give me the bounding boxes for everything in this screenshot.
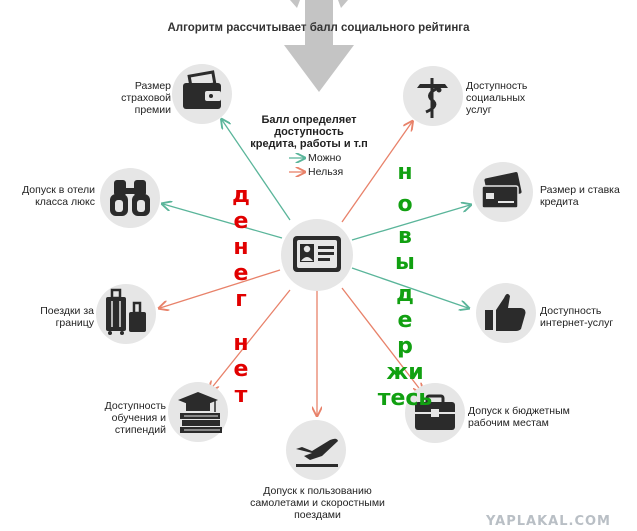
green-letter: о (397, 192, 413, 217)
spoke-jobs (341, 287, 422, 392)
label-abroad: Поездки за границу (40, 305, 94, 329)
node-jobs (405, 383, 465, 443)
green-letter: в (398, 224, 412, 249)
watermark: YAPLAKAL.COM (486, 514, 611, 529)
spoke-education (210, 289, 291, 390)
green-letter: д (396, 282, 414, 307)
spoke-abroad (160, 269, 281, 308)
red-letter: е (233, 209, 249, 234)
red-letter: н (233, 235, 249, 260)
center-box-title: Балл определяет доступность кредита, раб… (250, 114, 368, 150)
airplane-icon (296, 438, 338, 467)
label-internet: Доступность интернет-услуг (540, 305, 614, 329)
wallet-icon (183, 70, 221, 109)
id-card-icon (293, 236, 341, 272)
label-credit: Размер и ставка кредита (540, 184, 620, 208)
label-insurance: Размер страховой премии (121, 80, 171, 116)
spoke-hotels (163, 204, 283, 239)
graduation-cap-icon (178, 392, 222, 433)
legend-arrows (289, 158, 304, 172)
red-letter: т (234, 383, 248, 408)
green-letter: е (397, 308, 413, 333)
node-education (168, 382, 228, 442)
spoke-insurance (222, 120, 291, 221)
label-jobs: Допуск к бюджетным рабочим местам (468, 405, 570, 429)
headline: Алгоритм рассчитывает балл социального р… (167, 22, 470, 34)
green-letter: ы (395, 250, 415, 275)
legend-allowed-label: Можно (308, 152, 342, 164)
spoke-social (341, 122, 412, 223)
red-letter: е (233, 261, 249, 286)
thumbs-up-icon (485, 293, 526, 331)
spoke-lines (160, 120, 470, 415)
label-transport: Допуск к пользованию самолетами и скорос… (250, 485, 385, 521)
credit-card-icon (481, 172, 522, 209)
center-id-card-node (281, 219, 353, 291)
red-letter: д (232, 183, 250, 208)
top-down-arrow (284, 0, 354, 92)
binoculars-icon (110, 180, 150, 216)
spoke-credit (351, 205, 470, 241)
red-letter: е (233, 357, 249, 382)
label-hotels: Допуск в отели класса люкс (22, 184, 95, 208)
red-letter: н (233, 331, 249, 356)
green-letter: жи (386, 360, 424, 385)
node-insurance (172, 64, 232, 124)
green-letter: р (397, 334, 413, 359)
suitcases-icon (106, 288, 146, 335)
overlay-red-vertical-text: д е н е г н е т (226, 183, 256, 409)
green-letter: тесь (377, 386, 433, 411)
node-abroad (96, 284, 156, 344)
label-education: Доступность обучения и стипендий (104, 400, 166, 436)
red-letter: г (235, 287, 247, 312)
briefcase-icon (415, 394, 455, 430)
green-letter: н (397, 160, 413, 185)
legend-denied-label: Нельзя (308, 166, 344, 178)
caduceus-icon (417, 78, 448, 118)
label-social: Доступность социальных услуг (466, 80, 528, 116)
spoke-internet (351, 267, 468, 308)
node-social (403, 66, 463, 126)
node-internet (476, 283, 536, 343)
overlay-green-vertical-text: н о в ы д е р жи тесь (370, 160, 440, 412)
node-transport (286, 420, 346, 480)
node-credit (473, 162, 533, 222)
node-hotels (100, 168, 160, 228)
